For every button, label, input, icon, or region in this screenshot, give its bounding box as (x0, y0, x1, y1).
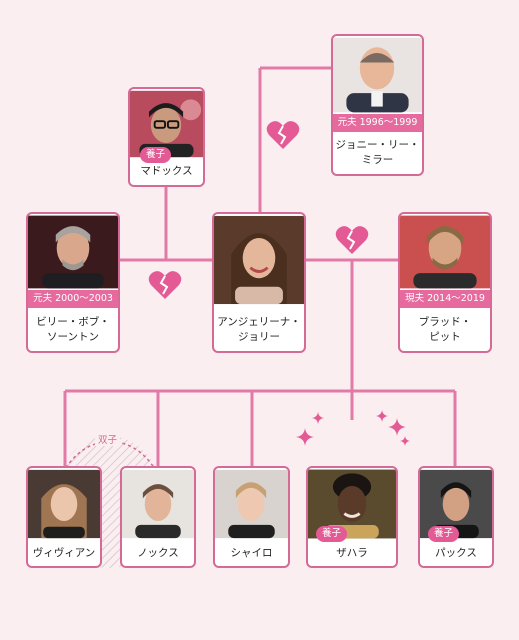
name-angelina-jolie: アンジェリーナ・ ジョリー (217, 316, 301, 343)
card-pax[interactable]: 養子 パックス (418, 466, 494, 568)
adopted-badge: 養子 (428, 526, 460, 542)
broken-heart-icon (148, 270, 182, 300)
relationship-band: 現夫 2014～2019 (400, 290, 490, 308)
broken-heart-icon (335, 225, 369, 255)
card-brad-pitt[interactable]: 現夫 2014～2019 ブラッド・ ピット (398, 212, 492, 353)
card-shiloh[interactable]: シャイロ (213, 466, 290, 568)
photo-shiloh (215, 468, 288, 540)
name-knox: ノックス (137, 547, 179, 559)
broken-heart-icon (266, 120, 300, 150)
name-billy-bob-thornton: ビリー・ボブ・ ソーントン (36, 316, 110, 343)
name-zahara: ザハラ (336, 547, 368, 559)
sparkle-icon (400, 436, 410, 446)
relationship-band: 元夫 2000～2003 (28, 290, 118, 308)
relationship-band: 元夫 1996～1999 (333, 114, 422, 132)
adopted-badge: 養子 (140, 147, 172, 163)
photo-angelina-jolie (214, 214, 304, 306)
name-maddox: マドックス (140, 165, 193, 177)
twins-label: 双子 (95, 432, 121, 446)
photo-vivienne (28, 468, 100, 540)
sparkle-icon (376, 410, 388, 422)
sparkle-icon (296, 428, 314, 446)
card-jonny-lee-miller[interactable]: 元夫 1996～1999 ジョニー・リー・ ミラー (331, 34, 424, 176)
adopted-badge: 養子 (316, 526, 348, 542)
name-brad-pitt: ブラッド・ ピット (418, 316, 472, 343)
photo-knox (122, 468, 194, 540)
name-pax: パックス (435, 547, 477, 559)
card-knox[interactable]: ノックス (120, 466, 196, 568)
sparkle-icon (388, 418, 406, 436)
photo-brad-pitt (400, 214, 490, 290)
sparkle-icon (312, 412, 324, 424)
card-angelina-jolie[interactable]: アンジェリーナ・ ジョリー (212, 212, 306, 353)
card-zahara[interactable]: 養子 ザハラ (306, 466, 398, 568)
photo-jonny-lee-miller (333, 36, 422, 114)
name-vivienne: ヴィヴィアン (32, 547, 96, 559)
name-shiloh: シャイロ (230, 547, 273, 559)
card-billy-bob-thornton[interactable]: 元夫 2000～2003 ビリー・ボブ・ ソーントン (26, 212, 120, 353)
card-vivienne[interactable]: ヴィヴィアン (26, 466, 102, 568)
card-maddox[interactable]: 養子 マドックス (128, 87, 205, 187)
name-jonny-lee-miller: ジョニー・リー・ ミラー (335, 139, 420, 166)
photo-billy-bob-thornton (28, 214, 118, 290)
